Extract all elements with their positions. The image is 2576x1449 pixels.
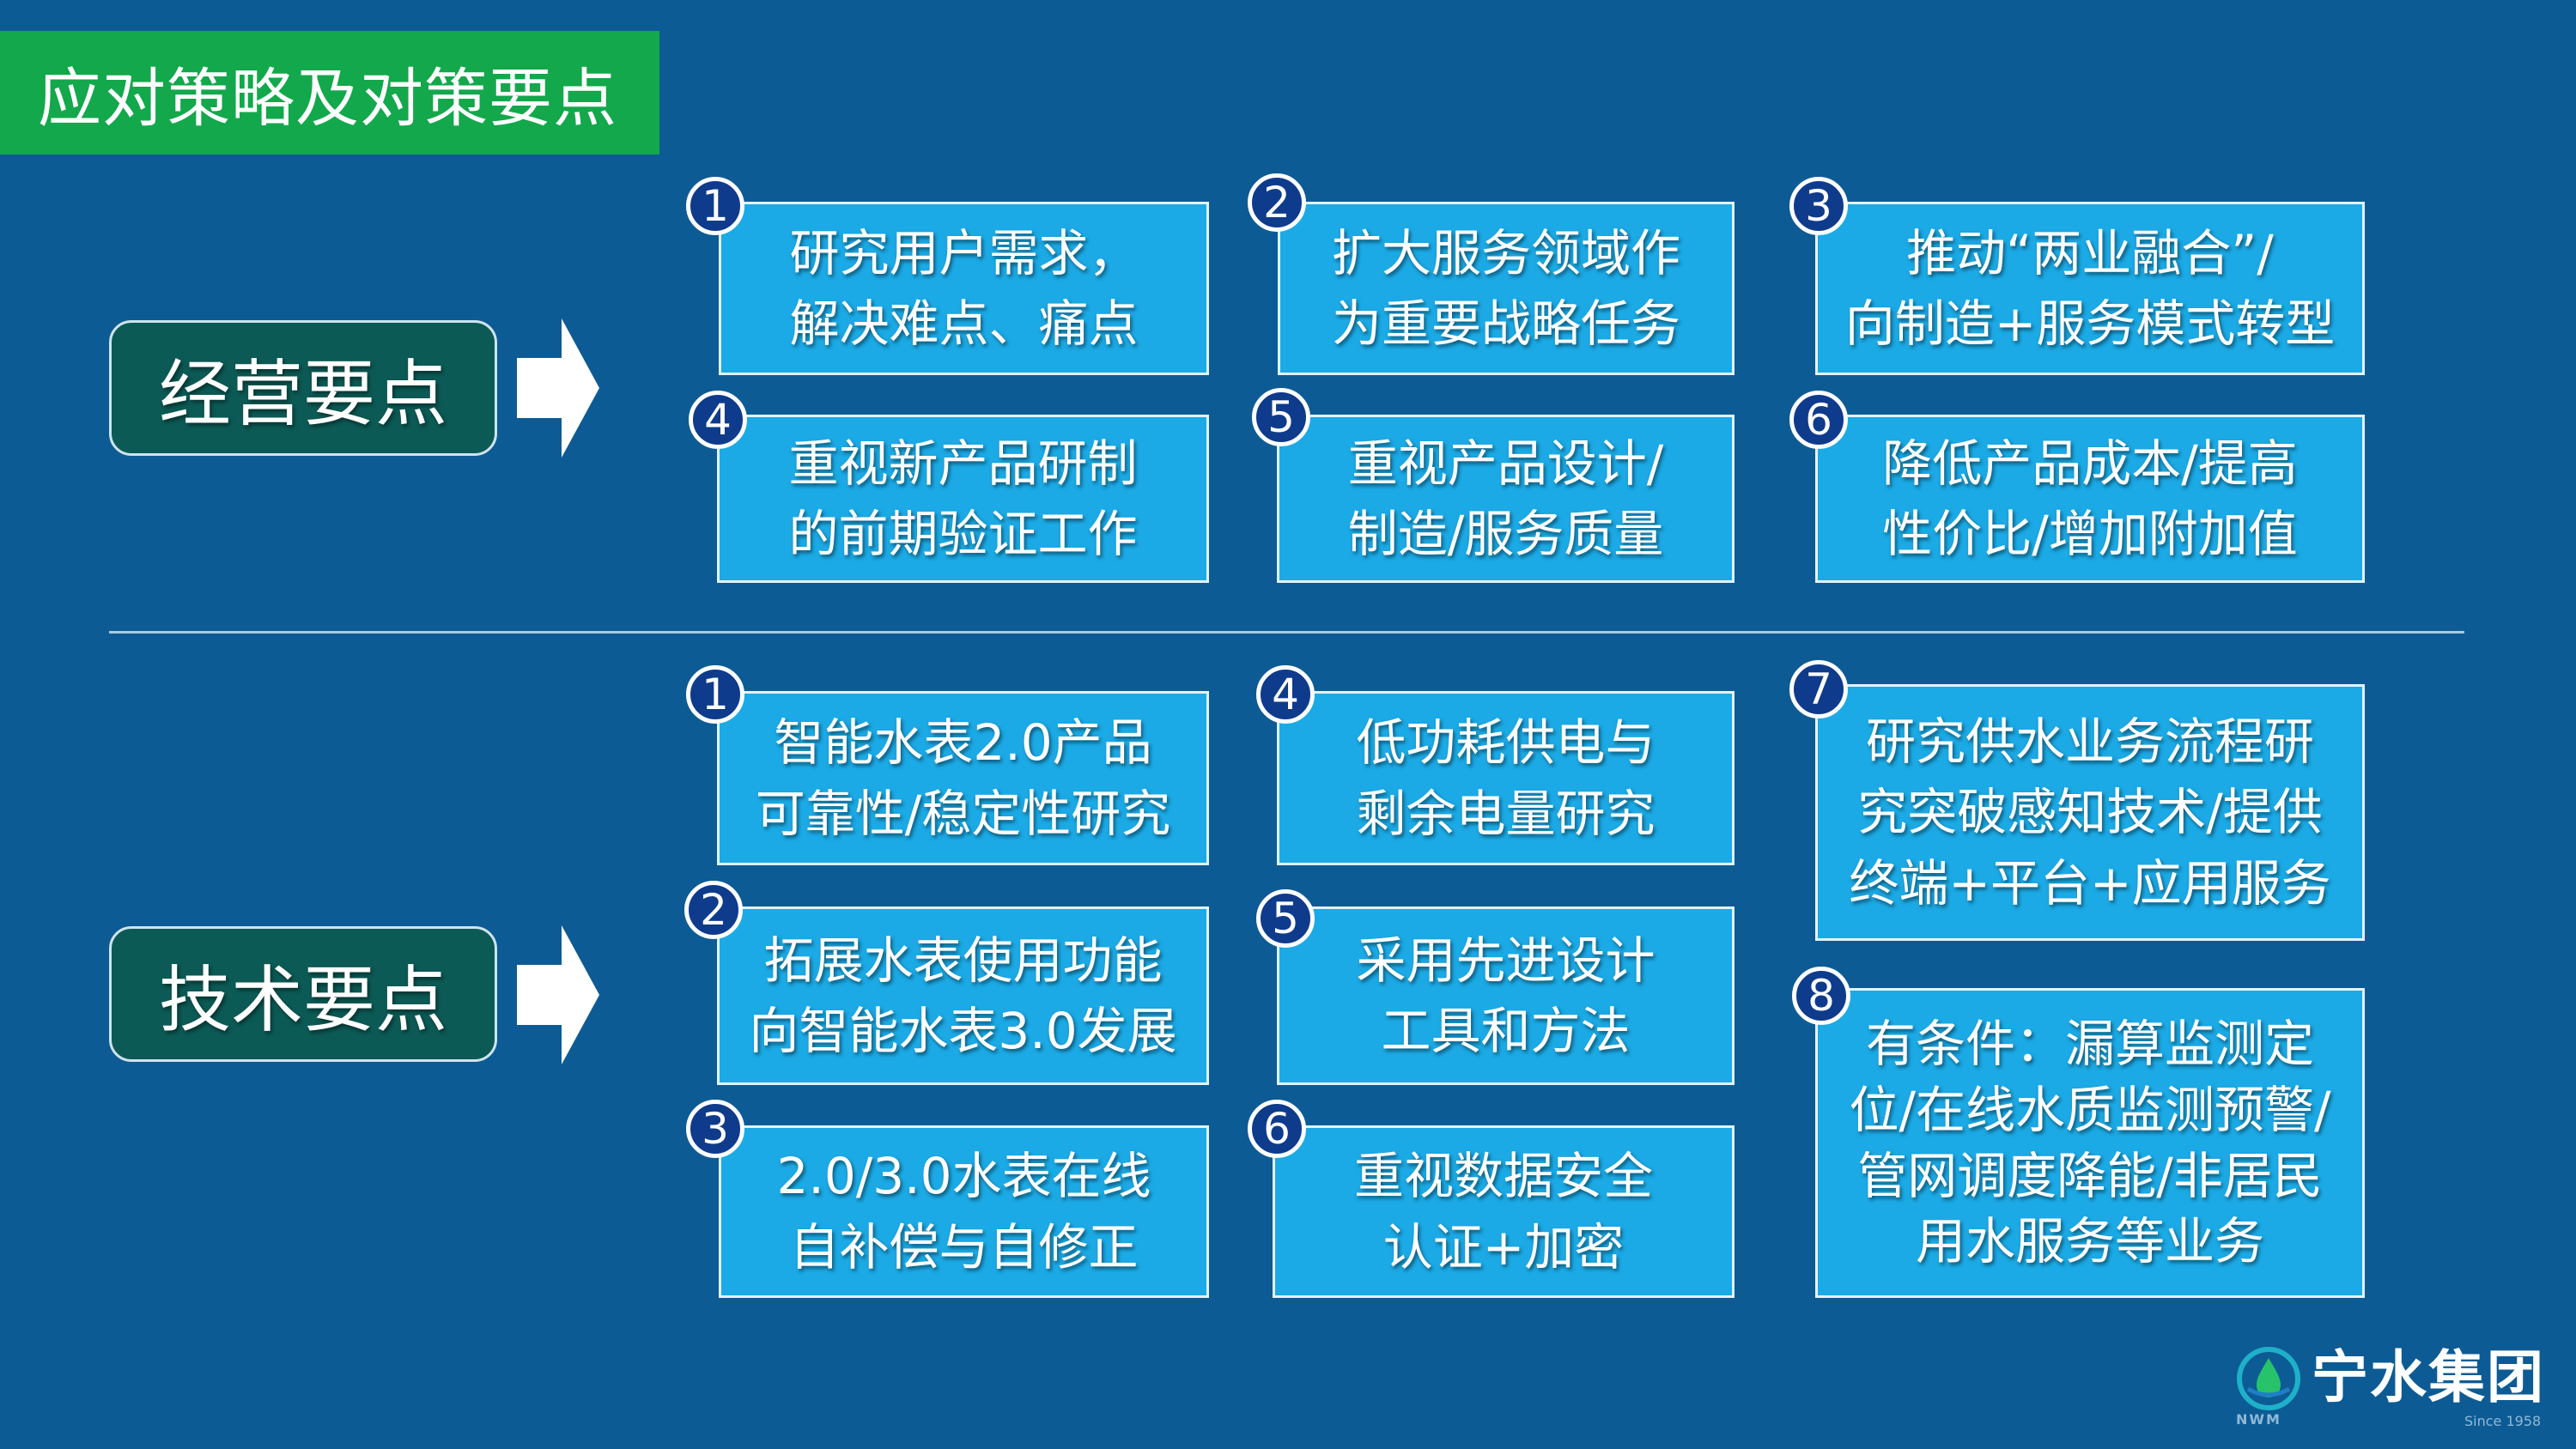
technical-badge-5: 5: [1256, 889, 1315, 948]
technical-badge-1: 1: [686, 665, 744, 724]
technical-badge-7: 7: [1789, 660, 1848, 718]
business-item-3-text: 推动“两业融合”/ 向制造+服务模式转型: [1844, 223, 2336, 353]
technical-item-8: 有条件：漏算监测定 位/在线水质监测预警/ 管网调度降能/非居民 用水服务等业务: [1815, 988, 2365, 1298]
technical-item-3-text: 2.0/3.0水表在线 自补偿与自修正: [776, 1147, 1151, 1276]
business-item-4: 重视新产品研制 的前期验证工作: [717, 415, 1209, 583]
business-badge-2: 2: [1248, 173, 1306, 232]
business-item-6-text: 降低产品成本/提高 性价比/增加附加值: [1882, 433, 2298, 563]
business-badge-4: 4: [689, 391, 747, 449]
technical-item-2: 拓展水表使用功能 向智能水表3.0发展: [717, 906, 1209, 1085]
business-section-label: 经营要点: [109, 320, 497, 456]
business-badge-3: 3: [1789, 177, 1848, 235]
business-item-5: 重视产品设计/ 制造/服务质量: [1277, 415, 1735, 583]
technical-item-7: 研究供水业务流程研 究突破感知技术/提供 终端+平台+应用服务: [1815, 684, 2365, 941]
technical-item-1-text: 智能水表2.0产品 可靠性/稳定性研究: [755, 713, 1171, 843]
technical-item-5: 采用先进设计 工具和方法: [1277, 906, 1735, 1085]
technical-item-6: 重视数据安全 认证+加密: [1273, 1125, 1735, 1298]
business-item-2: 扩大服务领域作 为重要战略任务: [1278, 202, 1735, 375]
business-item-4-text: 重视新产品研制 的前期验证工作: [788, 433, 1138, 563]
technical-item-3: 2.0/3.0水表在线 自补偿与自修正: [719, 1125, 1209, 1298]
business-item-1-text: 研究用户需求， 解决难点、痛点: [789, 223, 1139, 353]
water-drop-logo-icon: [2237, 1347, 2300, 1410]
technical-item-4: 低功耗供电与 剩余电量研究: [1277, 691, 1735, 865]
technical-badge-4: 4: [1256, 665, 1315, 724]
technical-item-1: 智能水表2.0产品 可靠性/稳定性研究: [717, 691, 1209, 865]
logo-since: Since 1958: [2464, 1413, 2542, 1429]
technical-badge-3: 3: [686, 1100, 744, 1158]
business-badge-6: 6: [1789, 391, 1848, 449]
right-arrow-icon: [517, 925, 599, 1064]
technical-section-label: 技术要点: [109, 926, 497, 1062]
right-arrow-icon: [517, 318, 599, 458]
technical-item-7-text: 研究供水业务流程研 究突破感知技术/提供 终端+平台+应用服务: [1849, 712, 2331, 912]
business-item-6: 降低产品成本/提高 性价比/增加附加值: [1815, 415, 2365, 583]
technical-badge-2: 2: [684, 881, 743, 939]
technical-item-4-text: 低功耗供电与 剩余电量研究: [1356, 713, 1656, 843]
logo-abbreviation: NWM: [2236, 1411, 2281, 1428]
business-item-5-text: 重视产品设计/ 制造/服务质量: [1347, 433, 1664, 563]
technical-badge-8: 8: [1792, 967, 1850, 1025]
business-item-2-text: 扩大服务领域作 为重要战略任务: [1331, 223, 1680, 353]
page-title: 应对策略及对策要点: [0, 31, 659, 155]
technical-item-8-text: 有条件：漏算监测定 位/在线水质监测预警/ 管网调度降能/非居民 用水服务等业务: [1849, 1015, 2331, 1271]
logo-name: 宁水集团: [2312, 1344, 2545, 1410]
business-item-1: 研究用户需求， 解决难点、痛点: [719, 202, 1209, 375]
business-badge-5: 5: [1252, 388, 1310, 446]
business-badge-1: 1: [686, 177, 744, 235]
technical-item-6-text: 重视数据安全 认证+加密: [1353, 1147, 1653, 1276]
technical-badge-6: 6: [1248, 1100, 1306, 1158]
technical-item-2-text: 拓展水表使用功能 向智能水表3.0发展: [749, 931, 1177, 1060]
technical-item-5-text: 采用先进设计 工具和方法: [1356, 931, 1656, 1060]
company-logo: NWM 宁水集团 Since 1958: [2233, 1346, 2559, 1432]
business-item-3: 推动“两业融合”/ 向制造+服务模式转型: [1815, 202, 2365, 375]
section-divider: [109, 631, 2464, 634]
